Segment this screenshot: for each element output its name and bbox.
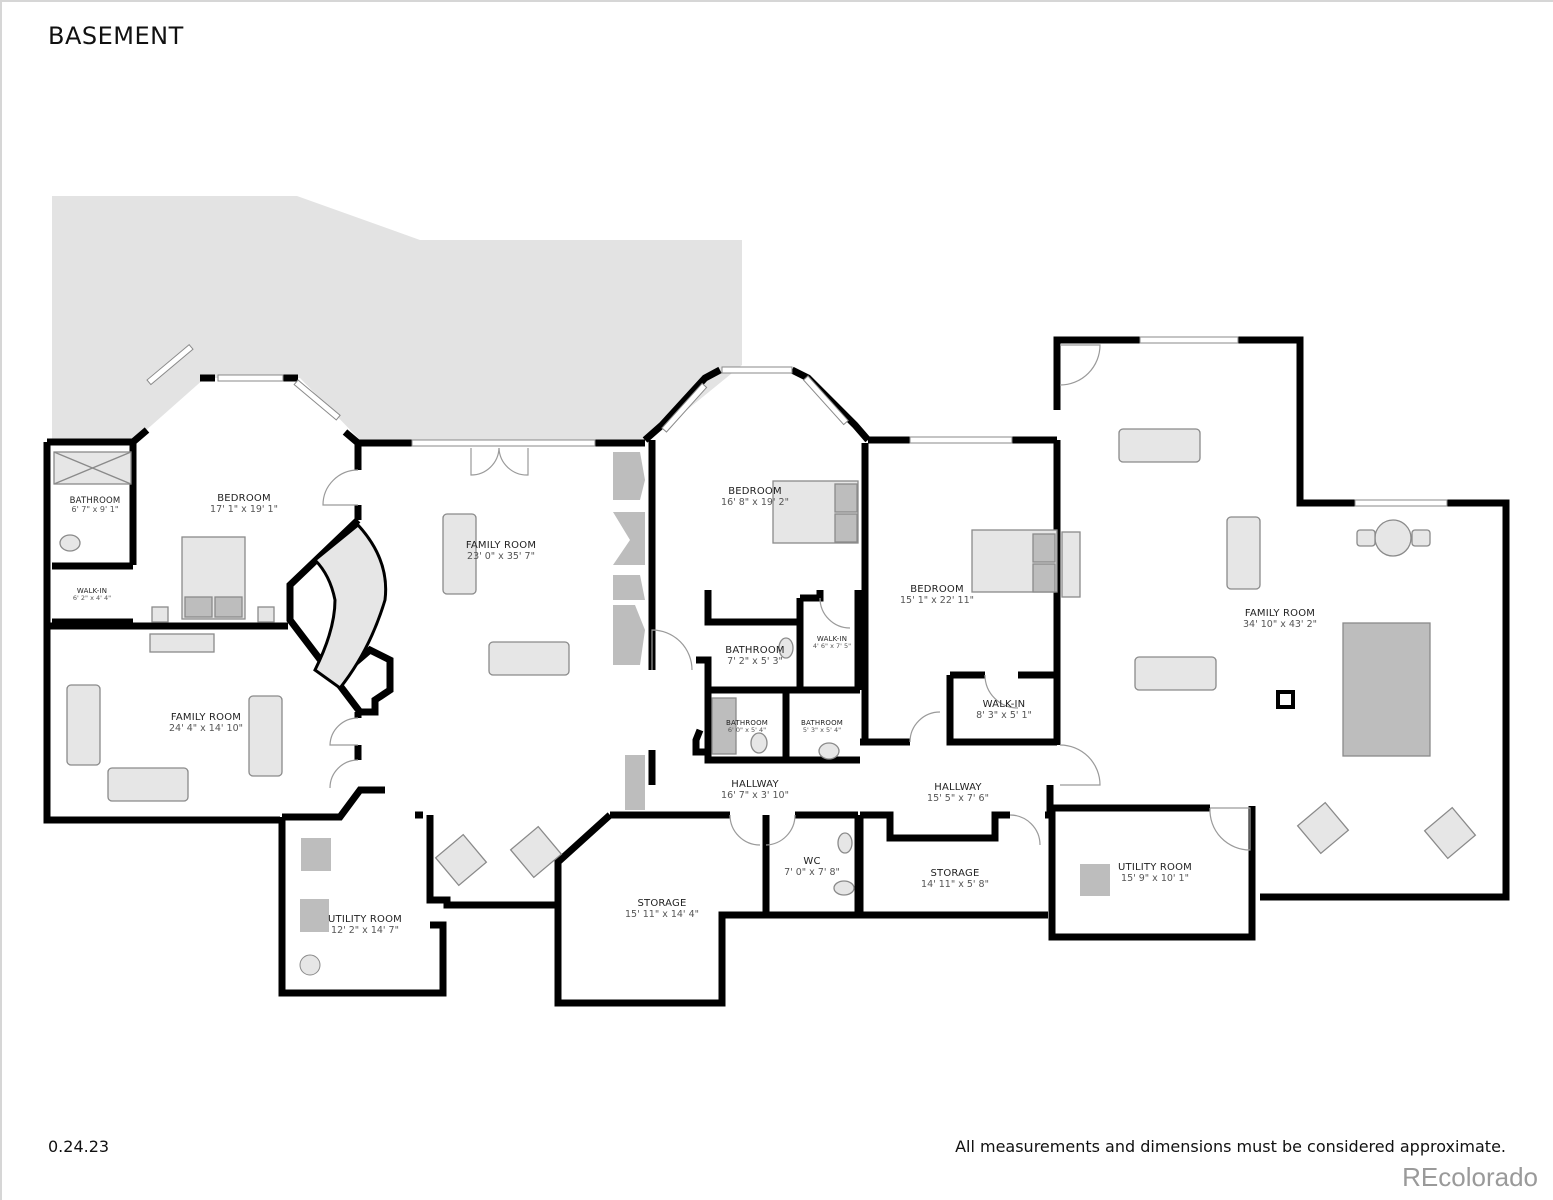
room-name: UTILITY ROOM (327, 914, 403, 925)
room-dimensions: 24' 4" x 14' 10" (169, 722, 243, 734)
room-dimensions: 4' 6" x 7' 5" (812, 642, 852, 651)
windows (146, 336, 1448, 507)
room-dimensions: 15' 1" x 22' 11" (900, 594, 974, 606)
room-dimensions: 16' 8" x 19' 2" (721, 496, 789, 508)
watermark-logo: REcolorado (1402, 1162, 1538, 1192)
room-dimensions: 16' 7" x 3' 10" (721, 789, 789, 801)
doors (322, 344, 1251, 851)
floor-plan-date: 0.24.23 (48, 1137, 110, 1156)
support-column (1276, 690, 1295, 709)
room-name: FAMILY ROOM (1244, 608, 1316, 619)
room-dimensions: 6' 7" x 9' 1" (71, 504, 119, 514)
room-name: WALK-IN (76, 587, 108, 595)
floor-title: BASEMENT (48, 22, 184, 50)
room-dimensions: 8' 3" x 5' 1" (976, 709, 1032, 721)
room-name: HALLWAY (731, 779, 779, 790)
room-dimensions: 6' 2" x 4' 4" (72, 594, 112, 603)
room-name: BEDROOM (910, 584, 964, 595)
room-dimensions: 14' 11" x 5' 8" (921, 878, 989, 890)
furniture (53, 428, 1477, 896)
room-name: UTILITY ROOM (1117, 862, 1193, 873)
room-name: WALK-IN (982, 699, 1026, 710)
walls (43, 336, 1510, 1007)
exterior-area (52, 196, 742, 440)
staircase (312, 522, 388, 691)
room-dimensions: 23' 0" x 35' 7" (467, 550, 535, 562)
room-name: WC (803, 856, 821, 867)
room-name: FAMILY ROOM (170, 712, 242, 723)
room-dimensions: 15' 9" x 10' 1" (1121, 872, 1189, 884)
room-dimensions: 34' 10" x 43' 2" (1243, 618, 1317, 630)
room-name: BEDROOM (217, 493, 271, 504)
room-name: WALK-IN (816, 635, 848, 643)
equipment (299, 452, 1110, 976)
room-dimensions: 6' 0" x 5' 4" (727, 726, 767, 735)
room-dimensions: 12' 2" x 14' 7" (331, 924, 399, 936)
room-name: STORAGE (637, 898, 687, 909)
room-name: BEDROOM (728, 486, 782, 497)
room-dimensions: 15' 11" x 14' 4" (625, 908, 699, 920)
room-dimensions: 15' 5" x 7' 6" (927, 792, 989, 804)
room-name: FAMILY ROOM (465, 540, 537, 551)
room-dimensions: 17' 1" x 19' 1" (210, 503, 278, 515)
room-name: HALLWAY (934, 782, 982, 793)
room-name: BATHROOM (725, 645, 785, 656)
room-name: BATHROOM (69, 496, 121, 506)
room-dimensions: 7' 2" x 5' 3" (727, 655, 783, 667)
page-left-edge (0, 0, 2, 1200)
room-name: STORAGE (930, 868, 980, 879)
room-name: BATHROOM (800, 719, 844, 727)
page-top-edge (0, 0, 1553, 2)
room-name: BATHROOM (725, 719, 769, 727)
room-dimensions: 7' 0" x 7' 8" (784, 866, 840, 878)
disclaimer-text: All measurements and dimensions must be … (955, 1137, 1506, 1156)
room-dimensions: 5' 3" x 5' 4" (802, 726, 842, 735)
